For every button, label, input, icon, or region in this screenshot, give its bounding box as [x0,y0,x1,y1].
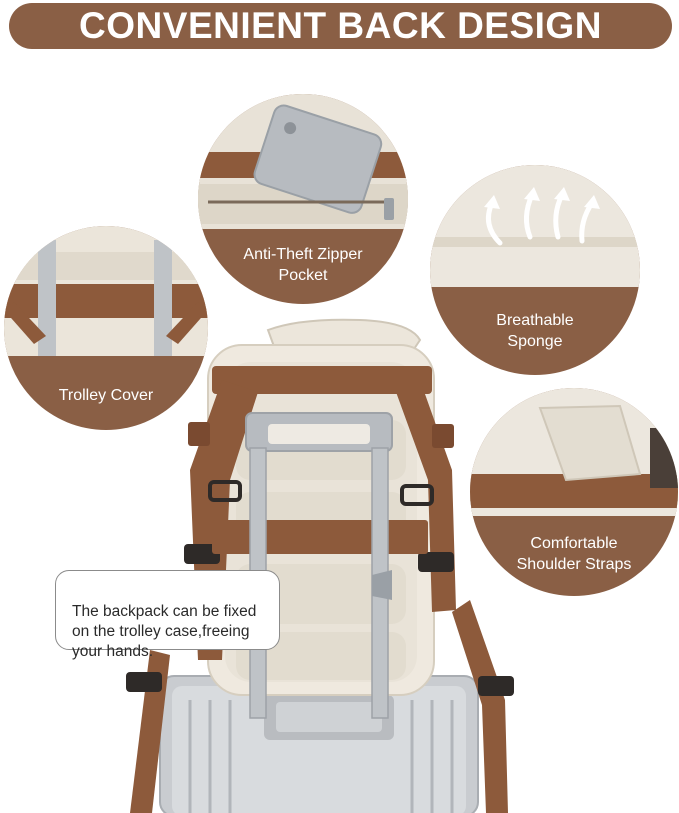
callout-box: The backpack can be fixed on the trolley… [55,570,280,660]
title-banner: CONVENIENT BACK DESIGN [9,3,672,49]
suitcase [159,675,479,813]
feature-label-breathable: Breathable Sponge [496,312,574,350]
feature-bubble-breathable: Breathable Sponge [430,165,640,375]
callout-text: The backpack can be fixed on the trolley… [72,603,257,660]
feature-label-anti-theft: Anti-Theft Zipper Pocket [243,246,363,284]
feature-label-trolley: Trolley Cover [58,386,154,404]
breathable-sponge-photo [430,165,640,287]
trolley-cover-photo [4,226,208,356]
feature-bubble-straps: Comfortable Shoulder Straps [470,388,678,596]
banner-title: CONVENIENT BACK DESIGN [79,5,602,46]
feature-bubble-trolley: Trolley Cover [4,226,208,430]
feature-bubble-anti-theft: Anti-Theft Zipper Pocket [198,94,408,304]
feature-label-straps: Comfortable Shoulder Straps [516,535,632,573]
lower-straps [126,600,514,813]
zipper-pocket-photo [198,94,408,229]
shoulder-straps-photo [470,388,678,516]
